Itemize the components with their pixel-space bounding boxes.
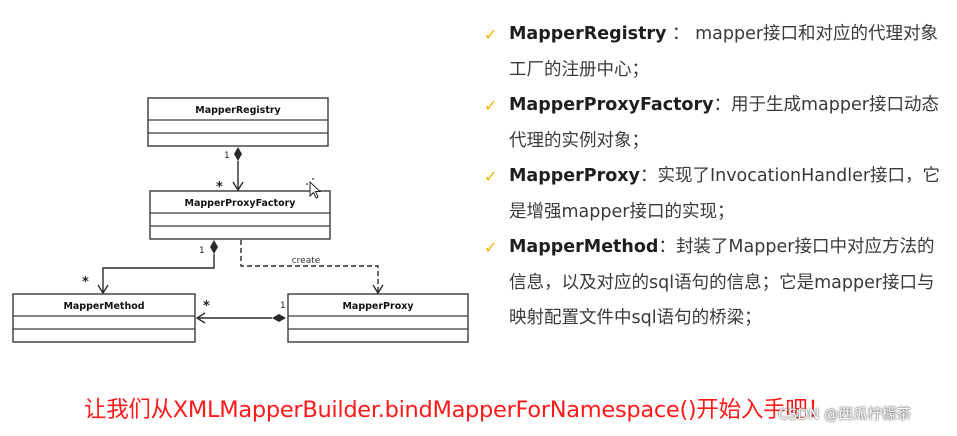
description-separator: ：	[658, 237, 676, 257]
edge-factory-method	[97, 240, 218, 295]
class-name-registry: MapperRegistry	[195, 105, 281, 116]
mouse-cursor-icon	[306, 178, 322, 199]
multiplicity-registry-one: 1	[224, 151, 230, 161]
multiplicity-proxy-one: 1	[280, 301, 286, 311]
description-item: ✓ MapperMethod：封装了Mapper接口中对应方法的信息，以及对应的…	[484, 230, 944, 337]
composition-diamond	[210, 240, 218, 254]
edge-proxy-method	[195, 312, 286, 324]
class-mapper-registry[interactable]: MapperRegistry	[147, 97, 329, 147]
description-text: 用于生成mapper接口动态代理的实例对象；	[509, 95, 939, 151]
description-term: MapperProxyFactory	[509, 95, 714, 115]
edge-registry-factory	[232, 147, 244, 192]
description-term: MapperMethod	[509, 237, 659, 257]
description-item: ✓ MapperProxy：实现了InvocationHandler接口，它是增…	[484, 159, 944, 230]
checkmark-icon: ✓	[484, 25, 498, 44]
multiplicity-factory-many: *	[216, 180, 223, 195]
multiplicity-method-many-right: *	[203, 299, 210, 314]
class-mapper-proxy-factory[interactable]: MapperProxyFactory	[149, 190, 331, 240]
csdn-watermark: CSDN @西瓜柠檬茶	[778, 407, 911, 423]
footer-caption: 让我们从XMLMapperBuilder.bindMapperForNamesp…	[84, 397, 830, 423]
class-name-factory: MapperProxyFactory	[184, 198, 296, 209]
multiplicity-method-many-left: *	[82, 275, 89, 290]
description-list: ✓ MapperRegistry ： mapper接口和对应的代理对象工厂的注册…	[484, 17, 944, 337]
class-name-method: MapperMethod	[63, 301, 144, 312]
checkmark-icon: ✓	[484, 96, 498, 115]
create-label: create	[292, 256, 321, 266]
description-separator: ：	[639, 166, 658, 186]
uml-class-diagram: MapperRegistry MapperProxyFactory Mapper…	[12, 97, 469, 343]
class-mapper-method[interactable]: MapperMethod	[12, 293, 196, 343]
checkmark-icon: ✓	[484, 167, 498, 186]
description-item: ✓ MapperRegistry ： mapper接口和对应的代理对象工厂的注册…	[484, 17, 944, 88]
checkmark-icon: ✓	[484, 238, 498, 257]
multiplicity-factory-one: 1	[199, 246, 205, 256]
class-mapper-proxy[interactable]: MapperProxy	[287, 293, 469, 343]
description-text: mapper接口和对应的代理对象工厂的注册中心；	[509, 24, 939, 80]
class-name-proxy: MapperProxy	[342, 301, 414, 312]
description-text: 实现了InvocationHandler接口，它是增强mapper接口的实现；	[509, 166, 941, 222]
edge-factory-proxy-create	[240, 240, 384, 295]
description-item: ✓ MapperProxyFactory：用于生成mapper接口动态代理的实例…	[484, 88, 944, 159]
description-text: 封装了Mapper接口中对应方法的信息，以及对应的sql语句的信息；它是mapp…	[509, 237, 935, 328]
description-term: MapperRegistry	[509, 24, 667, 44]
description-separator: ：	[666, 24, 696, 44]
composition-diamond	[234, 147, 242, 161]
description-separator: ：	[713, 95, 732, 115]
composition-diamond	[272, 314, 286, 322]
description-term: MapperProxy	[509, 166, 640, 186]
